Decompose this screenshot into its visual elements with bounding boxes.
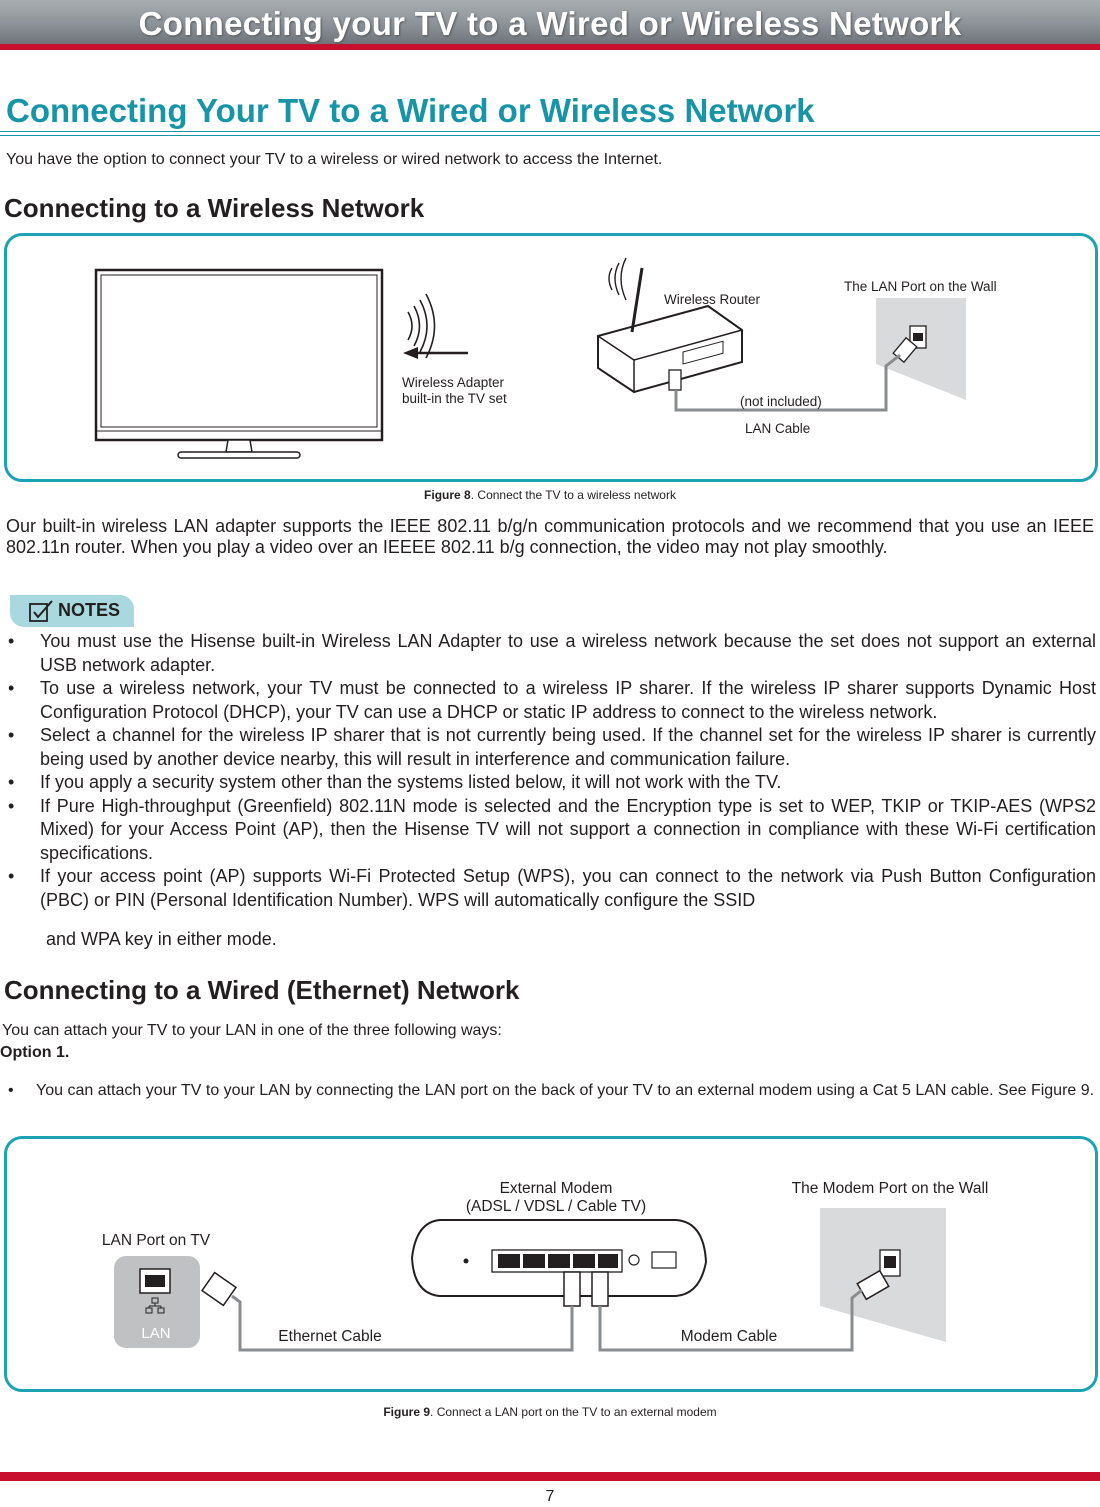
wired-list: You can attach your TV to your LAN by co… — [0, 1080, 1096, 1101]
title-rule — [0, 131, 1100, 136]
external-modem-icon — [410, 1219, 708, 1307]
adapter-label-1: Wireless Adapter — [402, 375, 505, 390]
list-item: If you apply a security system other tha… — [0, 771, 1096, 795]
notes-badge: NOTES — [10, 595, 134, 627]
tv-icon — [94, 268, 384, 459]
checkbox-icon — [29, 600, 53, 622]
notes-last-line: and WPA key in either mode. — [46, 929, 277, 949]
lan-text: LAN — [141, 1325, 171, 1342]
lan-port-label: LAN Port on TV — [101, 1232, 211, 1249]
arrow-icon — [403, 347, 468, 359]
modem-label-2: (ADSL / VDSL / Cable TV) — [465, 1198, 647, 1215]
wireless-router-icon — [597, 257, 743, 394]
lan-port-icon — [114, 1256, 238, 1348]
page-number: 7 — [545, 1488, 555, 1505]
option-label: Option 1. — [0, 1044, 70, 1061]
ethernet-cable-label: Ethernet Cable — [278, 1328, 382, 1345]
page-banner: Connecting your TV to a Wired or Wireles… — [0, 0, 1100, 50]
figure-8-caption: Figure 8. Connect the TV to a wireless n… — [424, 488, 676, 502]
not-included-label: (not included) — [740, 394, 822, 409]
modem-wall-label: The Modem Port on the Wall — [791, 1180, 989, 1197]
figure-8-diagram — [94, 257, 966, 459]
adapter-label-2: built-in the TV set — [402, 391, 507, 406]
modem-cable-label: Modem Cable — [680, 1328, 778, 1345]
figure-9-diagram — [114, 1208, 946, 1352]
page-title: Connecting Your TV to a Wired or Wireles… — [6, 92, 815, 129]
modem-label-1: External Modem — [499, 1180, 613, 1197]
list-item: You can attach your TV to your LAN by co… — [0, 1080, 1096, 1101]
wireless-body-text: Our built-in wireless LAN adapter suppor… — [6, 516, 1094, 557]
footer-bar — [0, 1472, 1100, 1481]
list-item: If your access point (AP) supports Wi-Fi… — [0, 865, 1096, 912]
list-item: Select a channel for the wireless IP sha… — [0, 724, 1096, 771]
wifi-signal-icon — [407, 293, 436, 359]
wired-heading: Connecting to a Wired (Ethernet) Network — [4, 975, 520, 1005]
lan-cable-label: LAN Cable — [745, 421, 811, 436]
list-item: If Pure High-throughput (Greenfield) 802… — [0, 795, 1096, 866]
notes-list: You must use the Hisense built-in Wirele… — [0, 630, 1096, 912]
figure-8-panel — [4, 233, 1098, 482]
banner-title: Connecting your TV to a Wired or Wireles… — [138, 5, 962, 42]
figure-9-caption: Figure 9. Connect a LAN port on the TV t… — [383, 1405, 717, 1419]
modem-wall-port-icon — [820, 1208, 946, 1342]
wired-intro: You can attach your TV to your LAN in on… — [2, 1022, 502, 1039]
wall-lan-label: The LAN Port on the Wall — [844, 279, 997, 294]
router-label: Wireless Router — [664, 292, 761, 307]
notes-title: NOTES — [58, 600, 121, 620]
list-item: You must use the Hisense built-in Wirele… — [0, 630, 1096, 677]
intro-text: You have the option to connect your TV t… — [6, 151, 663, 168]
wireless-heading: Connecting to a Wireless Network — [4, 193, 425, 223]
figure-9-panel — [4, 1136, 1098, 1392]
list-item: To use a wireless network, your TV must … — [0, 677, 1096, 724]
